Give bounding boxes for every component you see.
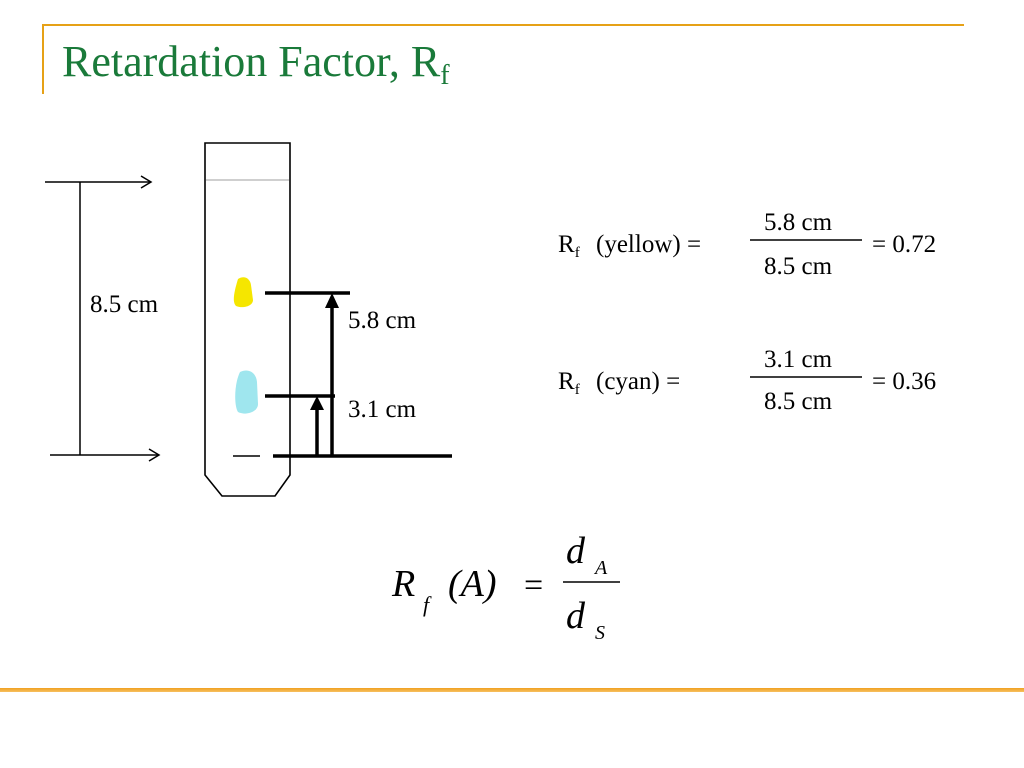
title-top-rule (42, 24, 964, 26)
title-left-rule (42, 24, 44, 94)
rf-yellow-label: (yellow) = (596, 231, 701, 258)
general-rf-formula: R f (A) = d A d S (391, 530, 620, 644)
total-distance-indicator (45, 175, 161, 462)
general-rf-subscript: f (423, 592, 432, 617)
cyan-spot (235, 370, 258, 414)
rf-cyan-denominator: 8.5 cm (764, 388, 833, 415)
yellow-distance-label: 5.8 cm (348, 307, 417, 334)
general-rf-argument: (A) (448, 563, 497, 605)
general-equals-sign: = (524, 567, 543, 604)
general-rf-symbol: R (391, 563, 415, 605)
title-subscript: f (440, 60, 450, 91)
cyan-distance-label: 3.1 cm (348, 396, 417, 423)
rf-yellow-equation: Rf (yellow) = 5.8 cm 8.5 cm = 0.72 (558, 209, 936, 280)
rf-cyan-result: = 0.36 (872, 368, 936, 395)
rf-yellow-denominator: 8.5 cm (764, 253, 833, 280)
solvent-front-arrowhead (140, 175, 153, 189)
yellow-distance-arrowhead (325, 293, 339, 308)
rf-cyan-label: (cyan) = (596, 368, 680, 395)
cyan-distance-arrowhead (310, 396, 324, 410)
distance-markers (265, 291, 452, 458)
test-tube-outline (204, 142, 291, 497)
rf-cyan-symbol: Rf (558, 368, 580, 398)
rf-yellow-numerator: 5.8 cm (764, 209, 833, 236)
general-numerator-subscript: A (593, 557, 608, 579)
rf-yellow-result: = 0.72 (872, 231, 936, 258)
title-main: Retardation Factor, R (62, 37, 441, 86)
general-numerator-symbol: d (566, 530, 586, 572)
slide-title: Retardation Factor, Rf (62, 40, 450, 90)
general-denominator-subscript: S (595, 622, 605, 644)
rf-cyan-numerator: 3.1 cm (764, 346, 833, 373)
rf-cyan-equation: Rf (cyan) = 3.1 cm 8.5 cm = 0.36 (558, 346, 936, 415)
rf-yellow-symbol: Rf (558, 231, 580, 261)
footer-rule (0, 688, 1024, 692)
test-tube (204, 142, 291, 497)
origin-arrowhead (148, 448, 161, 462)
yellow-spot (233, 277, 253, 308)
general-denominator-symbol: d (566, 595, 586, 637)
total-distance-label: 8.5 cm (90, 291, 159, 318)
